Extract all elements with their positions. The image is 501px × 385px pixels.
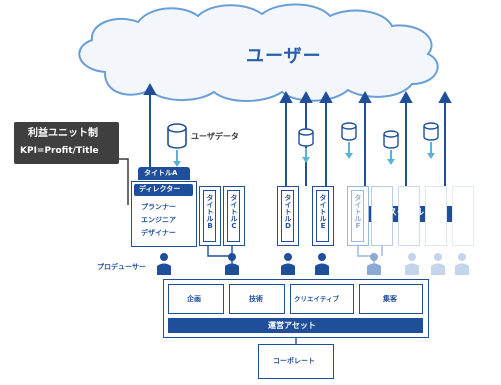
title-f-inner: タイトルF [351,190,364,242]
title-e-inner: タイトルE [316,190,329,242]
member-planner: プランナー [141,203,176,211]
callout-line [118,158,129,205]
function-marketing: 集客 [359,284,423,314]
title-column-b: タイトルB [199,186,221,246]
title-b-inner: タイトルB [203,190,216,242]
function-planning: 企画 [168,284,224,314]
title-c-inner: タイトルC [227,190,240,242]
corporate-label: コーポレート [273,357,315,365]
title-column-d: タイトルD [277,186,299,246]
director-label: ディレクター [139,185,181,193]
title-d-inner: タイトルD [281,190,294,242]
function-marketing-label: 集客 [383,295,397,303]
profit-note-line1: 利益ユニット制 [28,128,98,139]
title-c-label: タイトルC [230,194,238,230]
scale-label: スケール [388,208,425,218]
future-column-1 [371,186,393,246]
title-column-c: タイトルC [223,186,245,246]
functions-frame: 企画 技術 クリエイティブ 集客 運営アセット [163,279,429,338]
database-icon [167,123,187,167]
title-d-label: タイトルD [284,194,292,230]
title-f-label: タイトルF [354,194,362,230]
user-data-label: ユーザデータ [191,132,239,141]
profit-note-line2: KPI=Profit/Title [20,146,99,156]
title-column-f: タイトルF [347,186,369,246]
assets-label: 運営アセット [268,321,316,330]
team-a-box: ディレクター プランナー エンジニア デザイナー [131,181,197,247]
function-planning-label: 企画 [187,295,201,303]
title-column-e: タイトルE [312,186,334,246]
title-a-label: タイトルA [144,169,178,177]
title-e-label: タイトルE [319,194,327,230]
function-creative-label: クリエイティブ [294,295,339,303]
future-column-4 [452,186,474,246]
small-database-icons [298,122,439,165]
member-designer: デザイナー [141,229,176,237]
user-arrows [143,82,452,186]
function-tech-label: 技術 [249,295,263,303]
profit-note: 利益ユニット制 KPI=Profit/Title [14,122,119,164]
title-b-label: タイトルB [206,194,214,230]
assets-bar: 運営アセット [168,318,423,333]
user-cloud [78,3,439,102]
function-tech: 技術 [229,284,285,314]
cloud-label: ユーザー [246,46,322,67]
future-column-2 [398,186,420,246]
producer-label: プロデューサー [97,263,146,271]
director-bar: ディレクター [134,184,193,196]
future-column-3 [425,186,447,246]
producer-icons [157,253,469,275]
corporate-box: コーポレート [258,344,334,379]
title-a-tab: タイトルA [138,167,190,180]
function-creative: クリエイティブ [290,284,354,314]
member-engineer: エンジニア [141,216,176,224]
